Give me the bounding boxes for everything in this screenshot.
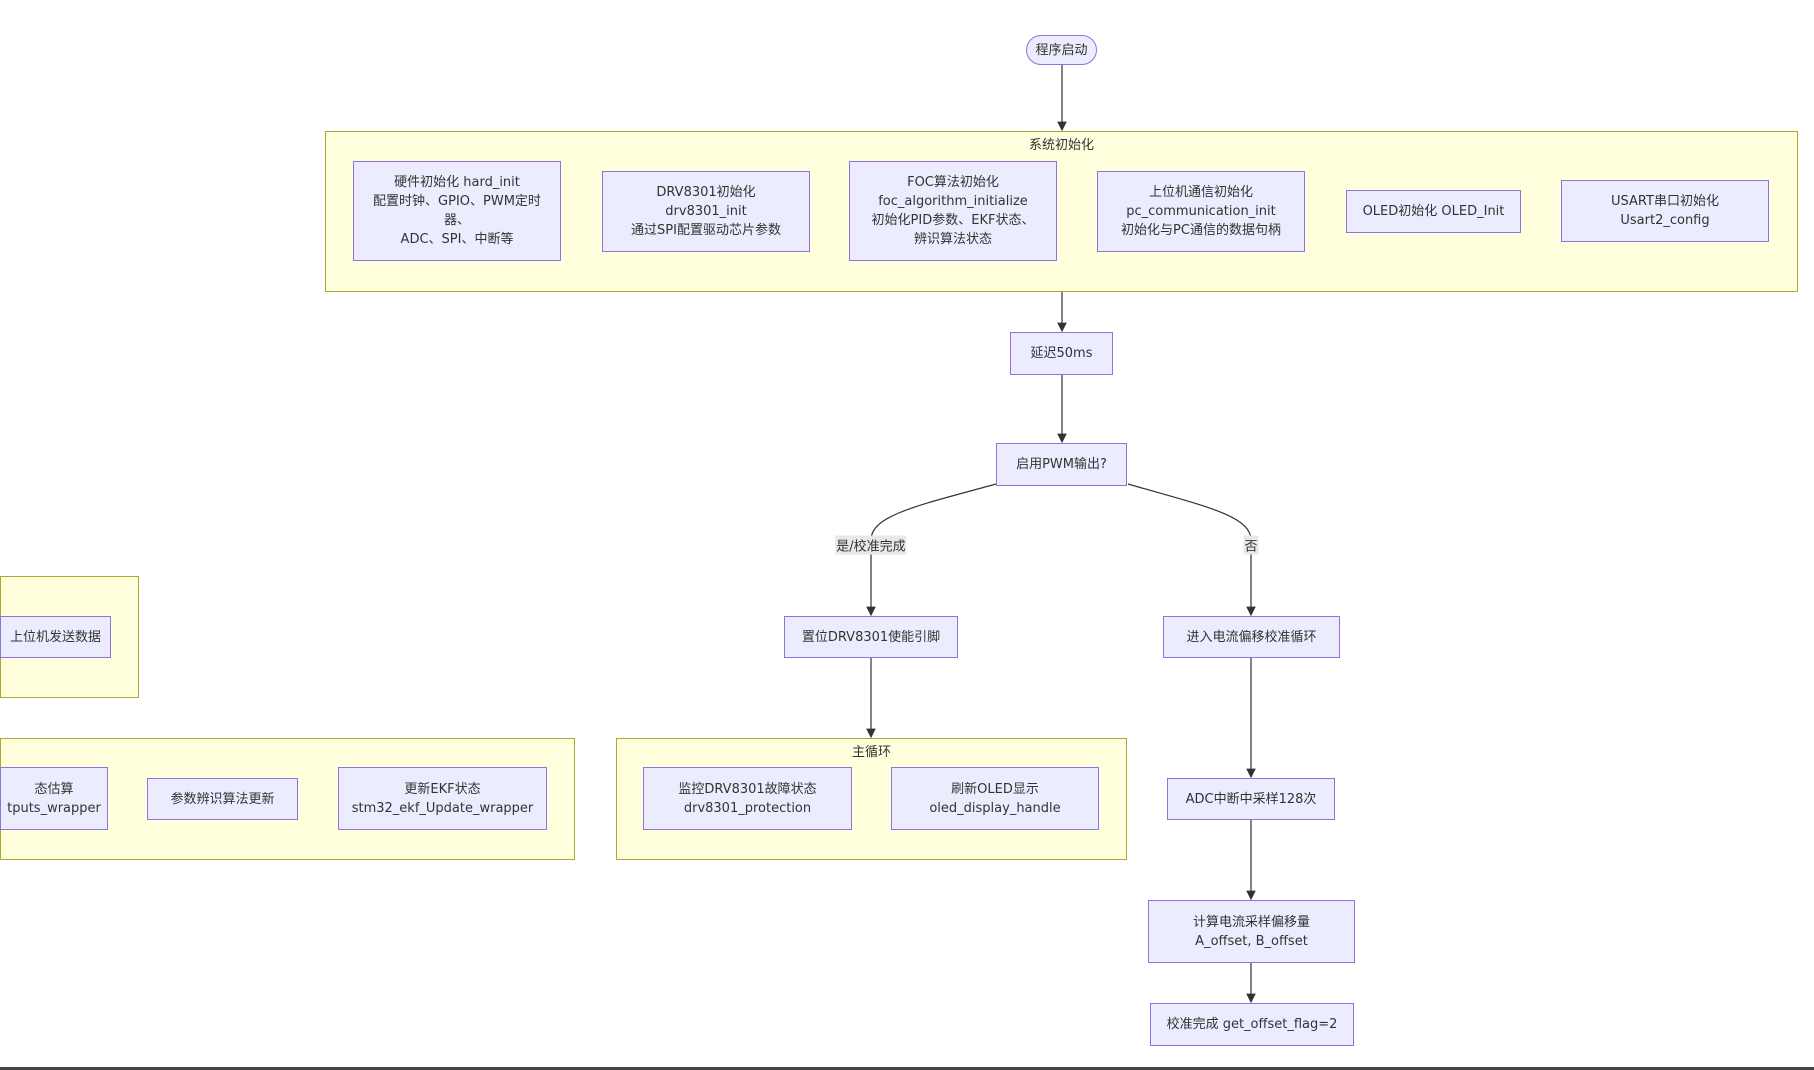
calib-done-node: 校准完成 get_offset_flag=2 xyxy=(1150,1003,1354,1046)
delay-node: 延迟50ms xyxy=(1010,332,1113,375)
node-line: 启用PWM输出? xyxy=(1016,457,1107,472)
system-init-title: 系统初始化 xyxy=(1028,138,1094,153)
node-line: oled_display_handle xyxy=(929,800,1061,816)
bottom-border xyxy=(0,1067,1814,1070)
node-line: 参数辨识算法更新 xyxy=(170,791,275,807)
node-line: Usart2_config xyxy=(1620,213,1710,228)
oled-init-node: OLED初始化 OLED_Init xyxy=(1346,190,1521,233)
node-line: 置位DRV8301使能引脚 xyxy=(801,629,941,645)
node-line: 初始化与PC通信的数据句柄 xyxy=(1121,223,1281,238)
pc-comm-init-node: 上位机通信初始化 pc_communication_init 初始化与PC通信的… xyxy=(1097,171,1305,252)
pc-send-node: 上位机发送数据 xyxy=(0,616,111,658)
edge-decision-no xyxy=(1127,483,1256,617)
node-line: tputs_wrapper xyxy=(7,800,101,816)
calib-loop-node: 进入电流偏移校准循环 xyxy=(1163,616,1340,658)
drv-protection-node: 监控DRV8301故障状态 drv8301_protection xyxy=(643,767,852,830)
node-line: pc_communication_init xyxy=(1126,204,1276,219)
ekf-update-node: 更新EKF状态 stm32_ekf_Update_wrapper xyxy=(338,767,547,830)
node-line: 配置时钟、GPIO、PWM定时 xyxy=(373,194,541,209)
node-line: OLED初始化 OLED_Init xyxy=(1362,204,1505,219)
node-line: 态估算 xyxy=(34,781,74,797)
usart-init-node: USART串口初始化 Usart2_config xyxy=(1561,180,1769,242)
node-line: 通过SPI配置驱动芯片参数 xyxy=(631,223,781,238)
node-line: 上位机通信初始化 xyxy=(1148,185,1253,200)
node-line: A_offset, B_offset xyxy=(1195,933,1308,949)
node-line: stm32_ekf_Update_wrapper xyxy=(351,800,534,816)
node-line: ADC、SPI、中断等 xyxy=(400,232,514,247)
start-node: 程序启动 xyxy=(1026,35,1097,65)
state-estimation-node: 态估算 tputs_wrapper xyxy=(0,767,108,830)
adc-sample-node: ADC中断中采样128次 xyxy=(1167,778,1335,820)
node-line: drv8301_protection xyxy=(683,800,812,816)
node-line: 进入电流偏移校准循环 xyxy=(1186,629,1317,645)
node-line: 辨识算法状态 xyxy=(913,232,992,247)
hard-init-node: 硬件初始化 hard_init 配置时钟、GPIO、PWM定时 器、 ADC、S… xyxy=(353,161,561,261)
node-line: 硬件初始化 hard_init xyxy=(394,175,520,190)
edge-label-no: 否 xyxy=(1243,535,1259,555)
enable-pin-node: 置位DRV8301使能引脚 xyxy=(784,616,958,658)
node-line: 更新EKF状态 xyxy=(404,781,481,797)
node-line: 初始化PID参数、EKF状态、 xyxy=(871,213,1035,228)
start-label: 程序启动 xyxy=(1035,42,1088,58)
edge-label-yes: 是/校准完成 xyxy=(835,535,907,555)
node-line: 校准完成 get_offset_flag=2 xyxy=(1166,1017,1338,1032)
node-line: 计算电流采样偏移量 xyxy=(1192,914,1310,930)
node-line: 上位机发送数据 xyxy=(9,629,101,645)
main-loop-title: 主循环 xyxy=(851,745,891,760)
decision-node: 启用PWM输出? xyxy=(996,443,1127,486)
node-line: ADC中断中采样128次 xyxy=(1185,791,1317,807)
node-line: foc_algorithm_initialize xyxy=(878,194,1028,209)
compute-offset-node: 计算电流采样偏移量 A_offset, B_offset xyxy=(1148,900,1355,963)
system-init-group: 系统初始化 xyxy=(325,131,1798,292)
param-ident-node: 参数辨识算法更新 xyxy=(147,778,298,820)
node-line: USART串口初始化 xyxy=(1611,194,1719,209)
node-line: 刷新OLED显示 xyxy=(951,781,1039,797)
drv8301-init-node: DRV8301初始化 drv8301_init 通过SPI配置驱动芯片参数 xyxy=(602,171,810,252)
foc-init-node: FOC算法初始化 foc_algorithm_initialize 初始化PID… xyxy=(849,161,1057,261)
node-line: 器、 xyxy=(443,213,470,228)
node-line: FOC算法初始化 xyxy=(907,175,999,190)
oled-display-node: 刷新OLED显示 oled_display_handle xyxy=(891,767,1099,830)
node-line: 延迟50ms xyxy=(1030,346,1093,361)
node-line: DRV8301初始化 xyxy=(656,185,756,200)
node-line: 监控DRV8301故障状态 xyxy=(678,781,817,797)
node-line: drv8301_init xyxy=(665,204,747,219)
